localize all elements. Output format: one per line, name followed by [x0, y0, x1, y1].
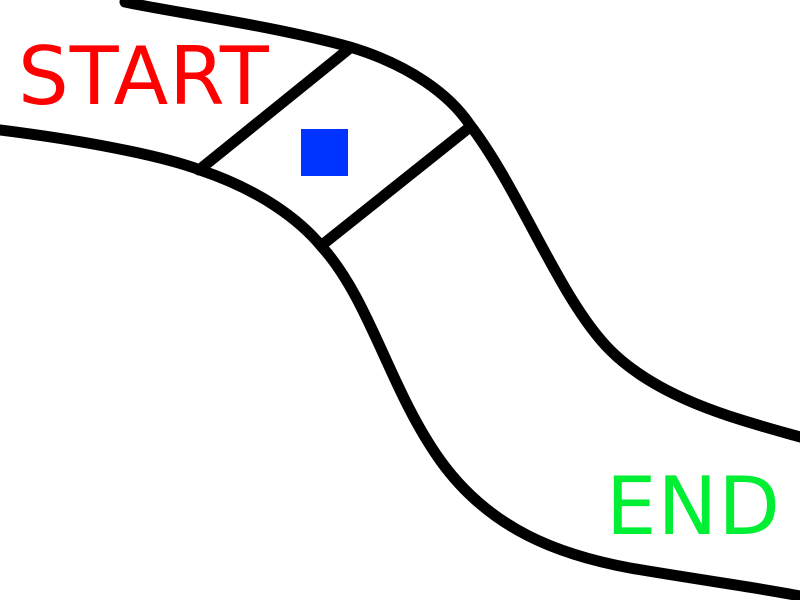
start-gate-line — [193, 42, 356, 176]
finish-gate-line — [316, 121, 476, 251]
start-label: START — [18, 30, 270, 123]
player-square-icon[interactable] — [301, 129, 348, 176]
track-lower-border — [0, 124, 800, 600]
track-upper-border — [119, 0, 800, 443]
end-label: END — [606, 460, 781, 553]
